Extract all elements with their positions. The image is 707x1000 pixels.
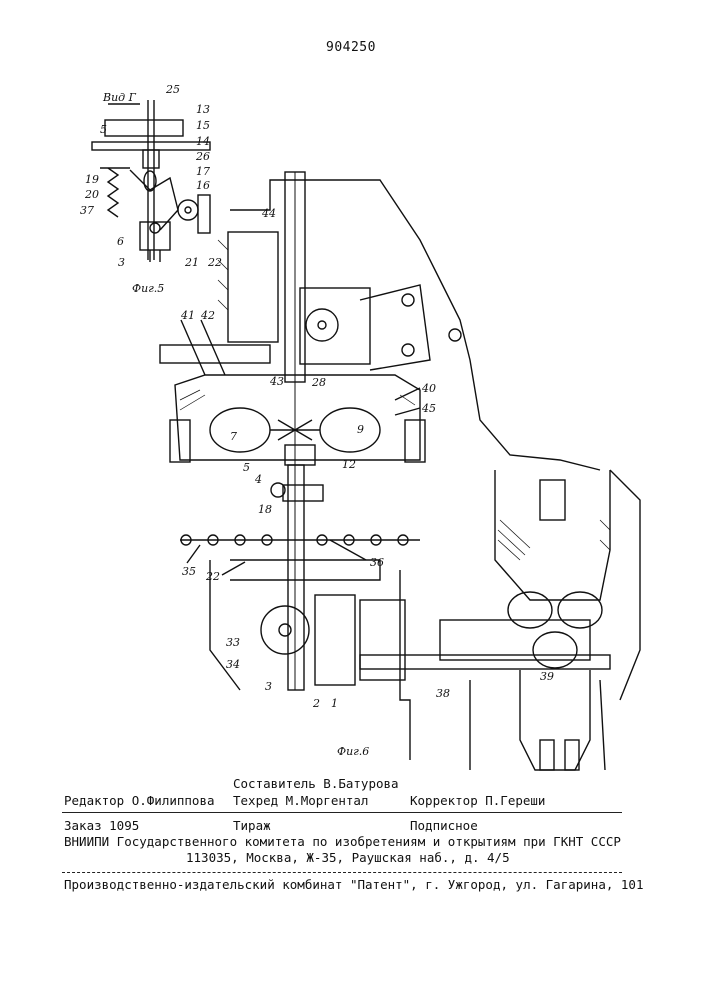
part-number-label: 17 bbox=[196, 165, 210, 178]
publisher-line: Производственно-издательский комбинат "П… bbox=[64, 877, 643, 892]
part-number-label: 15 bbox=[196, 119, 210, 132]
part-number-label: 5 bbox=[100, 123, 107, 136]
part-number-label: 12 bbox=[342, 458, 356, 471]
figure-6 bbox=[160, 172, 640, 770]
part-number-label: 20 bbox=[84, 188, 99, 201]
fig6-caption: Фиг.6 bbox=[337, 745, 369, 758]
subscription: Подписное bbox=[410, 818, 478, 833]
order-number: Заказ 1095 bbox=[64, 818, 139, 833]
address-line: 113035, Москва, Ж-35, Раушская наб., д. … bbox=[186, 850, 510, 865]
part-number-label: 7 bbox=[230, 430, 237, 443]
part-number-label: 1 bbox=[331, 697, 338, 710]
divider-2 bbox=[62, 872, 622, 873]
part-number-label: 25 bbox=[165, 83, 180, 96]
part-number-label: 19 bbox=[85, 173, 99, 186]
part-number-label: 28 bbox=[311, 376, 326, 389]
corrector: Корректор П.Гереши bbox=[410, 793, 545, 808]
techred: Техред М.Моргентал bbox=[233, 793, 368, 808]
institute-line: ВНИИПИ Государственного комитета по изоб… bbox=[64, 834, 621, 849]
part-number-label: 13 bbox=[196, 103, 210, 116]
part-number-label: 9 bbox=[357, 423, 364, 436]
part-number-label: 3 bbox=[118, 256, 125, 269]
part-number-label: 21 bbox=[184, 256, 199, 269]
part-number-label: 18 bbox=[258, 503, 272, 516]
part-number-label: 16 bbox=[196, 179, 210, 192]
technical-drawing: Вид Г 25 13 5 15 14 26 17 16 19 20 37 6 … bbox=[0, 0, 707, 780]
part-number-label: 5 bbox=[243, 461, 250, 474]
part-number-label: 45 bbox=[421, 402, 436, 415]
part-number-label: 38 bbox=[436, 687, 450, 700]
part-number-label: 3 bbox=[265, 680, 272, 693]
part-number-label: 40 bbox=[421, 382, 436, 395]
editor: Редактор О.Филиппова bbox=[64, 793, 215, 808]
compiler: Составитель В.Батурова bbox=[233, 776, 399, 791]
part-number-label: 26 bbox=[195, 150, 210, 163]
part-number-label: 35 bbox=[182, 565, 196, 578]
figure-5 bbox=[92, 100, 210, 262]
part-number-label: 22 bbox=[205, 570, 220, 583]
part-number-label: 41 bbox=[180, 309, 195, 322]
part-number-label: 33 bbox=[226, 636, 240, 649]
circulation: Тираж bbox=[233, 818, 271, 833]
part-number-label: 2 bbox=[312, 697, 320, 710]
part-number-label: 39 bbox=[540, 670, 554, 683]
fig5-caption: Фиг.5 bbox=[132, 282, 164, 295]
fig5-view-label: Вид Г bbox=[102, 91, 137, 104]
part-number-label: 14 bbox=[196, 135, 210, 148]
part-number-label: 36 bbox=[370, 556, 384, 569]
divider-1 bbox=[62, 812, 622, 813]
part-number-label: 42 bbox=[200, 309, 215, 322]
part-number-label: 4 bbox=[254, 473, 262, 486]
part-number-label: 6 bbox=[117, 235, 124, 248]
part-number-label: 34 bbox=[226, 658, 240, 671]
part-number-label: 37 bbox=[80, 204, 94, 217]
figure-6-labels: 44 41 42 43 28 40 45 7 9 5 4 12 18 35 22… bbox=[180, 207, 554, 758]
part-number-label: 44 bbox=[261, 207, 276, 220]
part-number-label: 43 bbox=[269, 375, 284, 388]
part-number-label: 22 bbox=[207, 256, 222, 269]
